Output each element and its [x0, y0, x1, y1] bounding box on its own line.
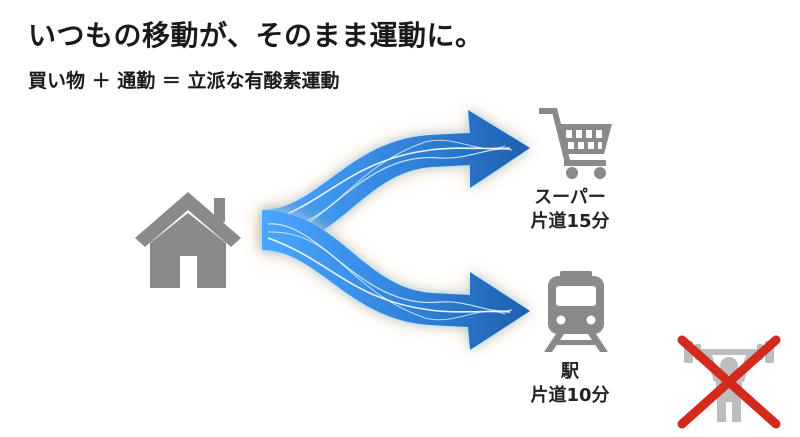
cross-mark-icon [677, 335, 781, 429]
arrow-to-station [262, 210, 530, 350]
page-title: いつもの移動が、そのまま運動に。 [28, 19, 484, 52]
destination-station-label: 駅 片道10分 [520, 360, 620, 408]
arrow-to-supermarket [262, 110, 530, 250]
shopping-cart-icon [539, 108, 612, 179]
destination-name: 駅 [561, 361, 579, 382]
page-subtitle: 買い物 ＋ 通勤 ＝ 立派な有酸素運動 [28, 70, 340, 92]
destination-time: 片道10分 [530, 385, 610, 406]
train-icon [544, 271, 608, 352]
destination-supermarket-label: スーパー 片道15分 [520, 186, 620, 234]
destination-name: スーパー [534, 187, 606, 208]
house-icon [135, 192, 241, 288]
destination-time: 片道15分 [530, 211, 610, 232]
